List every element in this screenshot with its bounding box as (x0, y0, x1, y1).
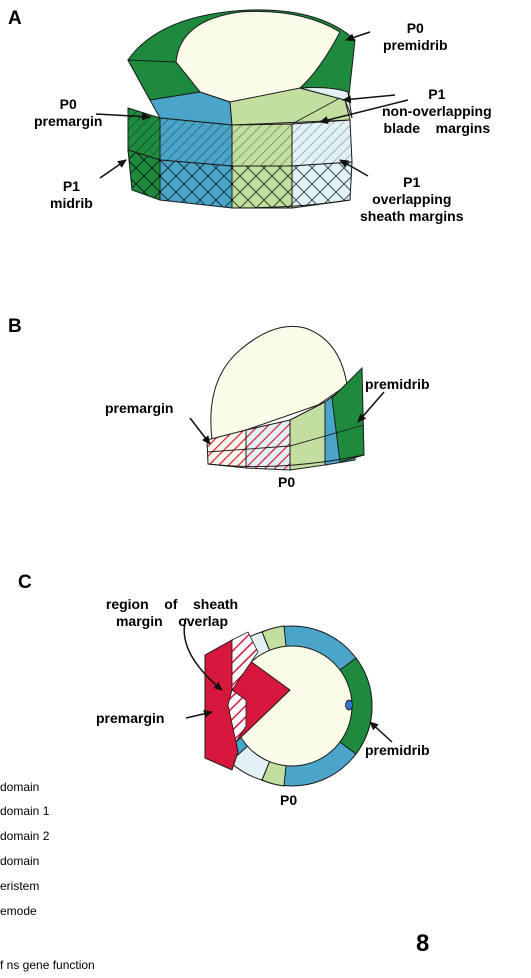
label-p1-blade-line2: non-overlapping (382, 103, 492, 120)
panel-b-letter: B (8, 316, 22, 338)
label-p0-premargin: P0 premargin (34, 96, 102, 130)
label-c-region-line2: margin overlap (80, 613, 264, 630)
legend-item-1: domain (0, 780, 39, 794)
label-p1-sheath-line2: overlapping (360, 191, 463, 208)
label-b-premidrib: premidrib (365, 376, 430, 393)
panel-c-letter: C (18, 572, 32, 594)
front-hatch-blue (160, 118, 232, 166)
legend-item-2: domain 1 (0, 804, 49, 818)
panel-b-diagram (207, 326, 364, 470)
label-c-p0: P0 (280, 792, 297, 809)
panel-c-diagram (205, 626, 372, 786)
label-p0-premidrib-line1: P0 (383, 20, 448, 37)
label-p0-premidrib-line2: premidrib (383, 37, 448, 54)
figure-number: 8 (416, 930, 429, 958)
legend-item-3: domain 2 (0, 829, 49, 843)
label-p0-premargin-line1: P0 (34, 96, 102, 113)
legend-item-4: domain (0, 854, 39, 868)
label-p1-blade-line3: blade margins (382, 120, 492, 137)
legend-item-7: f ns gene function (0, 958, 95, 972)
label-p1-midrib-line2: midrib (50, 195, 93, 212)
label-p1-midrib: P1 midrib (50, 178, 93, 212)
front-hatch-cyan (292, 120, 352, 166)
label-p1-sheath-line3: sheath margins (360, 208, 463, 225)
label-p1-blade-line1: P1 (382, 86, 492, 103)
label-p1-midrib-line1: P1 (50, 178, 93, 195)
panel-a-diagram (128, 10, 355, 208)
label-c-region-overlap: region of sheath margin overlap (80, 596, 264, 630)
label-p1-blade-margins: P1 non-overlapping blade margins (382, 86, 492, 137)
label-c-premidrib: premidrib (365, 742, 430, 759)
label-b-premargin: premargin (105, 400, 173, 417)
premidrib-oval (346, 700, 353, 710)
label-c-region-line1: region of sheath (80, 596, 264, 613)
legend-item-5: eristem (0, 879, 39, 893)
panel-a-letter: A (8, 8, 22, 30)
label-b-p0: P0 (278, 474, 295, 491)
label-p0-premargin-line2: premargin (34, 113, 102, 130)
label-p1-sheath-margins: P1 overlapping sheath margins (360, 174, 463, 225)
front-cross-lightgreen (232, 166, 292, 208)
label-p0-premidrib: P0 premidrib (383, 20, 448, 54)
label-c-premargin: premargin (96, 710, 164, 727)
legend-item-6: emode (0, 904, 37, 918)
front-cross-blue (160, 160, 232, 208)
front-hatch-lightgreen (232, 124, 292, 166)
label-p1-sheath-line1: P1 (360, 174, 463, 191)
